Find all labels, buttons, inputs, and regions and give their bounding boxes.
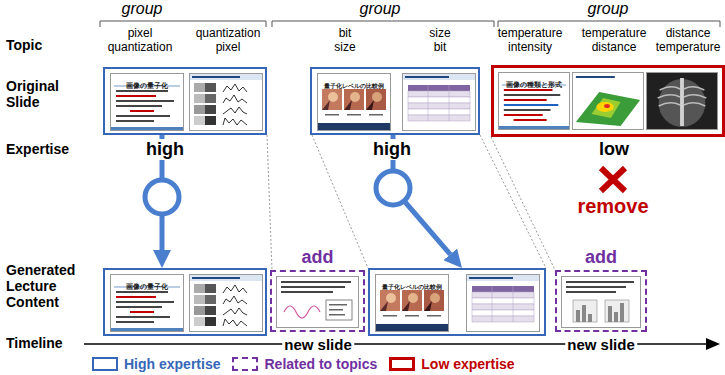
legend-swatch xyxy=(389,357,415,371)
topic-label: size bit xyxy=(429,27,450,55)
new-slide-label: new slide xyxy=(282,336,354,353)
row-label: Timeline xyxy=(6,335,63,351)
box-heading: add xyxy=(585,247,617,268)
slide-thumbnail xyxy=(646,73,717,130)
expertise-label: high xyxy=(144,139,186,160)
legend-swatch xyxy=(92,357,118,371)
slide-thumbnail xyxy=(498,73,570,131)
magnifier-circle xyxy=(145,180,179,214)
slide-thumbnail xyxy=(376,275,449,332)
topic-label: distance temperature xyxy=(656,27,721,55)
legend-text: High expertise xyxy=(124,356,220,372)
magnifier-circle xyxy=(376,171,410,205)
added-slide-box: add xyxy=(555,270,647,332)
slide-thumbnail xyxy=(467,275,540,332)
expertise-label: high xyxy=(371,139,413,160)
legend-item: High expertise xyxy=(92,356,220,372)
group-label: group xyxy=(585,0,632,18)
legend-text: Related to topics xyxy=(264,356,377,372)
remove-label: remove xyxy=(577,195,648,218)
legend-item: Related to topics xyxy=(232,356,377,372)
high-expertise-group: 量子化レベルの比較例 xyxy=(368,268,546,336)
legend-text: Low expertise xyxy=(421,356,514,372)
topic-label: quantization pixel xyxy=(196,27,261,55)
slide-thumbnail xyxy=(403,74,476,131)
slide-thumbnail: 画像の量子化 xyxy=(110,274,184,332)
group-bracket xyxy=(272,21,494,27)
row-label: Topic xyxy=(6,37,42,53)
added-slide-box: add xyxy=(270,270,365,332)
box-heading: add xyxy=(301,247,333,268)
topic-label: temperature intensity xyxy=(498,27,563,55)
slide-thumbnail xyxy=(110,74,184,132)
slide-title: 画像の量子化 xyxy=(126,283,168,291)
row-label: Original Slide xyxy=(6,78,59,110)
row-label: Generated Lecture Content xyxy=(6,262,75,310)
slide-thumbnail xyxy=(190,74,263,131)
slide-thumbnail: 画像の量子化 xyxy=(110,73,184,131)
legend-item: Low expertise xyxy=(389,356,514,372)
guide-line xyxy=(491,137,555,270)
remove-cross xyxy=(601,168,625,191)
slide-title: 量子化レベルの比較例 xyxy=(382,283,442,290)
timeline-arrowhead xyxy=(706,338,720,350)
row-label: Expertise xyxy=(6,141,69,157)
slide-thumbnail: 量子化レベルの比較例 xyxy=(317,73,391,131)
slide-thumbnail xyxy=(190,275,263,332)
slide-title: 画像の量子化 xyxy=(126,82,168,90)
expertise-label: low xyxy=(599,139,629,160)
slide-thumbnail xyxy=(318,74,391,131)
slide-title: 量子化レベルの比較例 xyxy=(324,82,384,89)
remove-cross xyxy=(601,168,625,191)
slide-thumbnail: 量子化レベルの比較例 xyxy=(375,274,449,332)
legend-swatch xyxy=(232,357,258,371)
slide-thumbnail: 画像の種類と形式 xyxy=(498,72,570,130)
legend: High expertise Related to topics Low exper… xyxy=(92,356,527,372)
slide-title: 画像の種類と形式 xyxy=(506,81,562,89)
high-expertise-group: 量子化レベルの比較例 xyxy=(310,67,480,135)
slide-thumbnail xyxy=(110,275,184,333)
group-label: group xyxy=(357,0,404,18)
low-expertise-group: 画像の種類と形式 xyxy=(491,65,725,137)
high-expertise-group: 画像の量子化 xyxy=(103,268,267,336)
guide-line xyxy=(480,135,546,268)
slide-thumbnail xyxy=(572,73,643,130)
guide-line xyxy=(267,135,272,270)
slide-thumbnail xyxy=(562,277,641,328)
group-label: group xyxy=(119,0,166,18)
topic-label: temperature distance xyxy=(582,27,647,55)
topic-label: pixel quantization xyxy=(108,27,173,55)
slide-thumbnail xyxy=(277,277,359,328)
topic-label: bit size xyxy=(334,27,355,55)
high-expertise-group: 画像の量子化 xyxy=(103,67,267,135)
new-slide-label: new slide xyxy=(565,336,637,353)
